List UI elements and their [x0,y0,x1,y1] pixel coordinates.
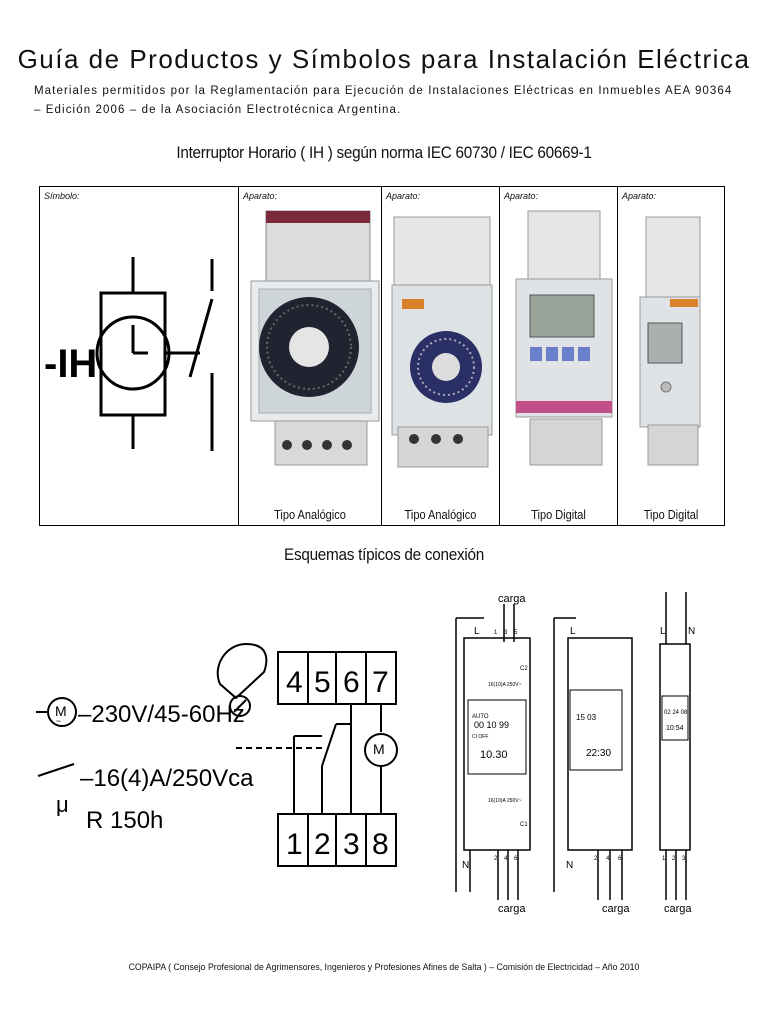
d3-terminal-3: 3 [682,856,686,862]
wire-n-b: N [566,860,573,871]
symbol-cell-label: Símbolo: [44,191,80,201]
d1-terminal-1: 1 [494,630,498,636]
wire-l-a: L [474,626,480,637]
device-label-3: Aparato: [504,191,539,201]
page-title: Guía de Productos y Símbolos para Instal… [17,44,751,74]
terminal-2: 2 [314,828,331,861]
terminal-diagram: 4 5 6 7 1 2 3 8 M [216,642,398,867]
spec-voltage: –230V/45-60Hz [78,701,245,728]
d1-terminal-2: 2 [494,856,498,862]
wire-n-a: N [462,860,469,871]
svg-text:M: M [55,703,67,719]
load-label-a-top: carga [498,593,526,605]
load-label-a-bottom: carga [498,903,526,915]
terminal-4: 4 [286,666,303,699]
device-type-2: Tipo Analógico [404,508,477,522]
d2-display-date: 15 03 [576,713,597,722]
terminal-5: 5 [314,666,331,699]
svg-text:~: ~ [56,716,61,726]
d3-display-date: 02 24 08 [664,710,688,716]
device-type-1: Tipo Analógico [274,508,346,522]
terminal-8: 8 [372,828,389,861]
d3-display-time: 10:54 [666,725,684,732]
wire-n-c: N [688,626,695,637]
d3-terminal-2: 2 [672,856,676,862]
terminal-6: 6 [343,666,360,699]
d3-terminal-1: 1 [662,856,666,862]
load-label-b-bottom: carga [602,903,630,915]
footer-credit: COPAIPA ( Consejo Profesional de Agrimen… [128,962,640,973]
d1-rating-top: 16(10)A 250V~ [488,682,522,688]
terminal-7: 7 [372,666,389,699]
wiring-diagrams: carga L 1 3 5 C2 16(10)A 250V~ AUTO 00 1… [455,592,695,915]
device-cell-2: Aparato: Tipo Analógico [381,187,499,525]
products-table: Símbolo: -IH Aparato: T [39,186,725,526]
device-type-3: Tipo Digital [531,508,586,522]
spec-reserve: R 150h [86,807,163,834]
svg-text:M: M [373,741,385,757]
wire-l-b: L [570,626,576,637]
device-cell-3: Aparato: Tipo Digital [499,187,617,525]
d1-terminal-6: 6 [514,856,518,862]
d2-terminal-2: 2 [594,856,598,862]
terminal-3: 3 [343,828,360,861]
dial-icon [216,642,268,700]
d1-terminal-4: 4 [504,856,508,862]
d2-terminal-6: 6 [618,856,622,862]
device-label-2: Aparato: [386,191,421,201]
d1-display-mode: AUTO [472,714,489,720]
d2-terminal-4: 4 [606,856,610,862]
spec-current: –16(4)A/250Vca [80,765,254,792]
device-label-1: Aparato: [243,191,278,201]
digital-timer-2-image [639,216,701,466]
analog-timer-2-image [391,216,493,468]
page-subtitle: Materiales permitidos por la Reglamentac… [34,85,733,116]
symbol-text: -IH [44,342,97,386]
device-label-4: Aparato: [622,191,657,201]
load-label-c-bottom: carga [664,903,692,915]
symbol-cell: Símbolo: -IH [40,187,238,525]
terminal-1: 1 [286,828,303,861]
motor-icon [47,697,77,727]
d1-terminal-3: 3 [504,630,508,636]
device-cell-4: Aparato: Tipo Digital [617,187,724,525]
digital-timer-1-image [515,210,613,466]
spec-mu: μ [56,792,69,817]
section-title-timer-switch: Interruptor Horario ( IH ) según norma I… [176,143,592,162]
device-type-4: Tipo Digital [643,508,699,522]
d1-display-date: 00 10 99 [474,720,509,730]
contact-icon [37,763,75,777]
d1-terminal-5: 5 [514,630,518,636]
device-cell-1: Aparato: Tipo Analógico [238,187,381,525]
analog-timer-1-image [250,210,380,466]
wire-l-c: L [660,626,666,637]
d1-display-status: CI OFF [472,734,488,740]
timer-switch-symbol-icon: -IH [44,257,214,451]
d2-display-time: 22:30 [586,748,611,759]
d1-display-time: 10.30 [480,749,508,761]
d1-c2: C2 [520,666,528,672]
spec-legend: M ~ –230V/45-60Hz –16(4)A/250Vca μ R 150… [36,697,254,834]
section-title-schemes: Esquemas típicos de conexión [284,545,484,564]
d1-rating-bottom: 16(10)A 250V~ [488,798,522,804]
d1-c1: C1 [520,822,528,828]
